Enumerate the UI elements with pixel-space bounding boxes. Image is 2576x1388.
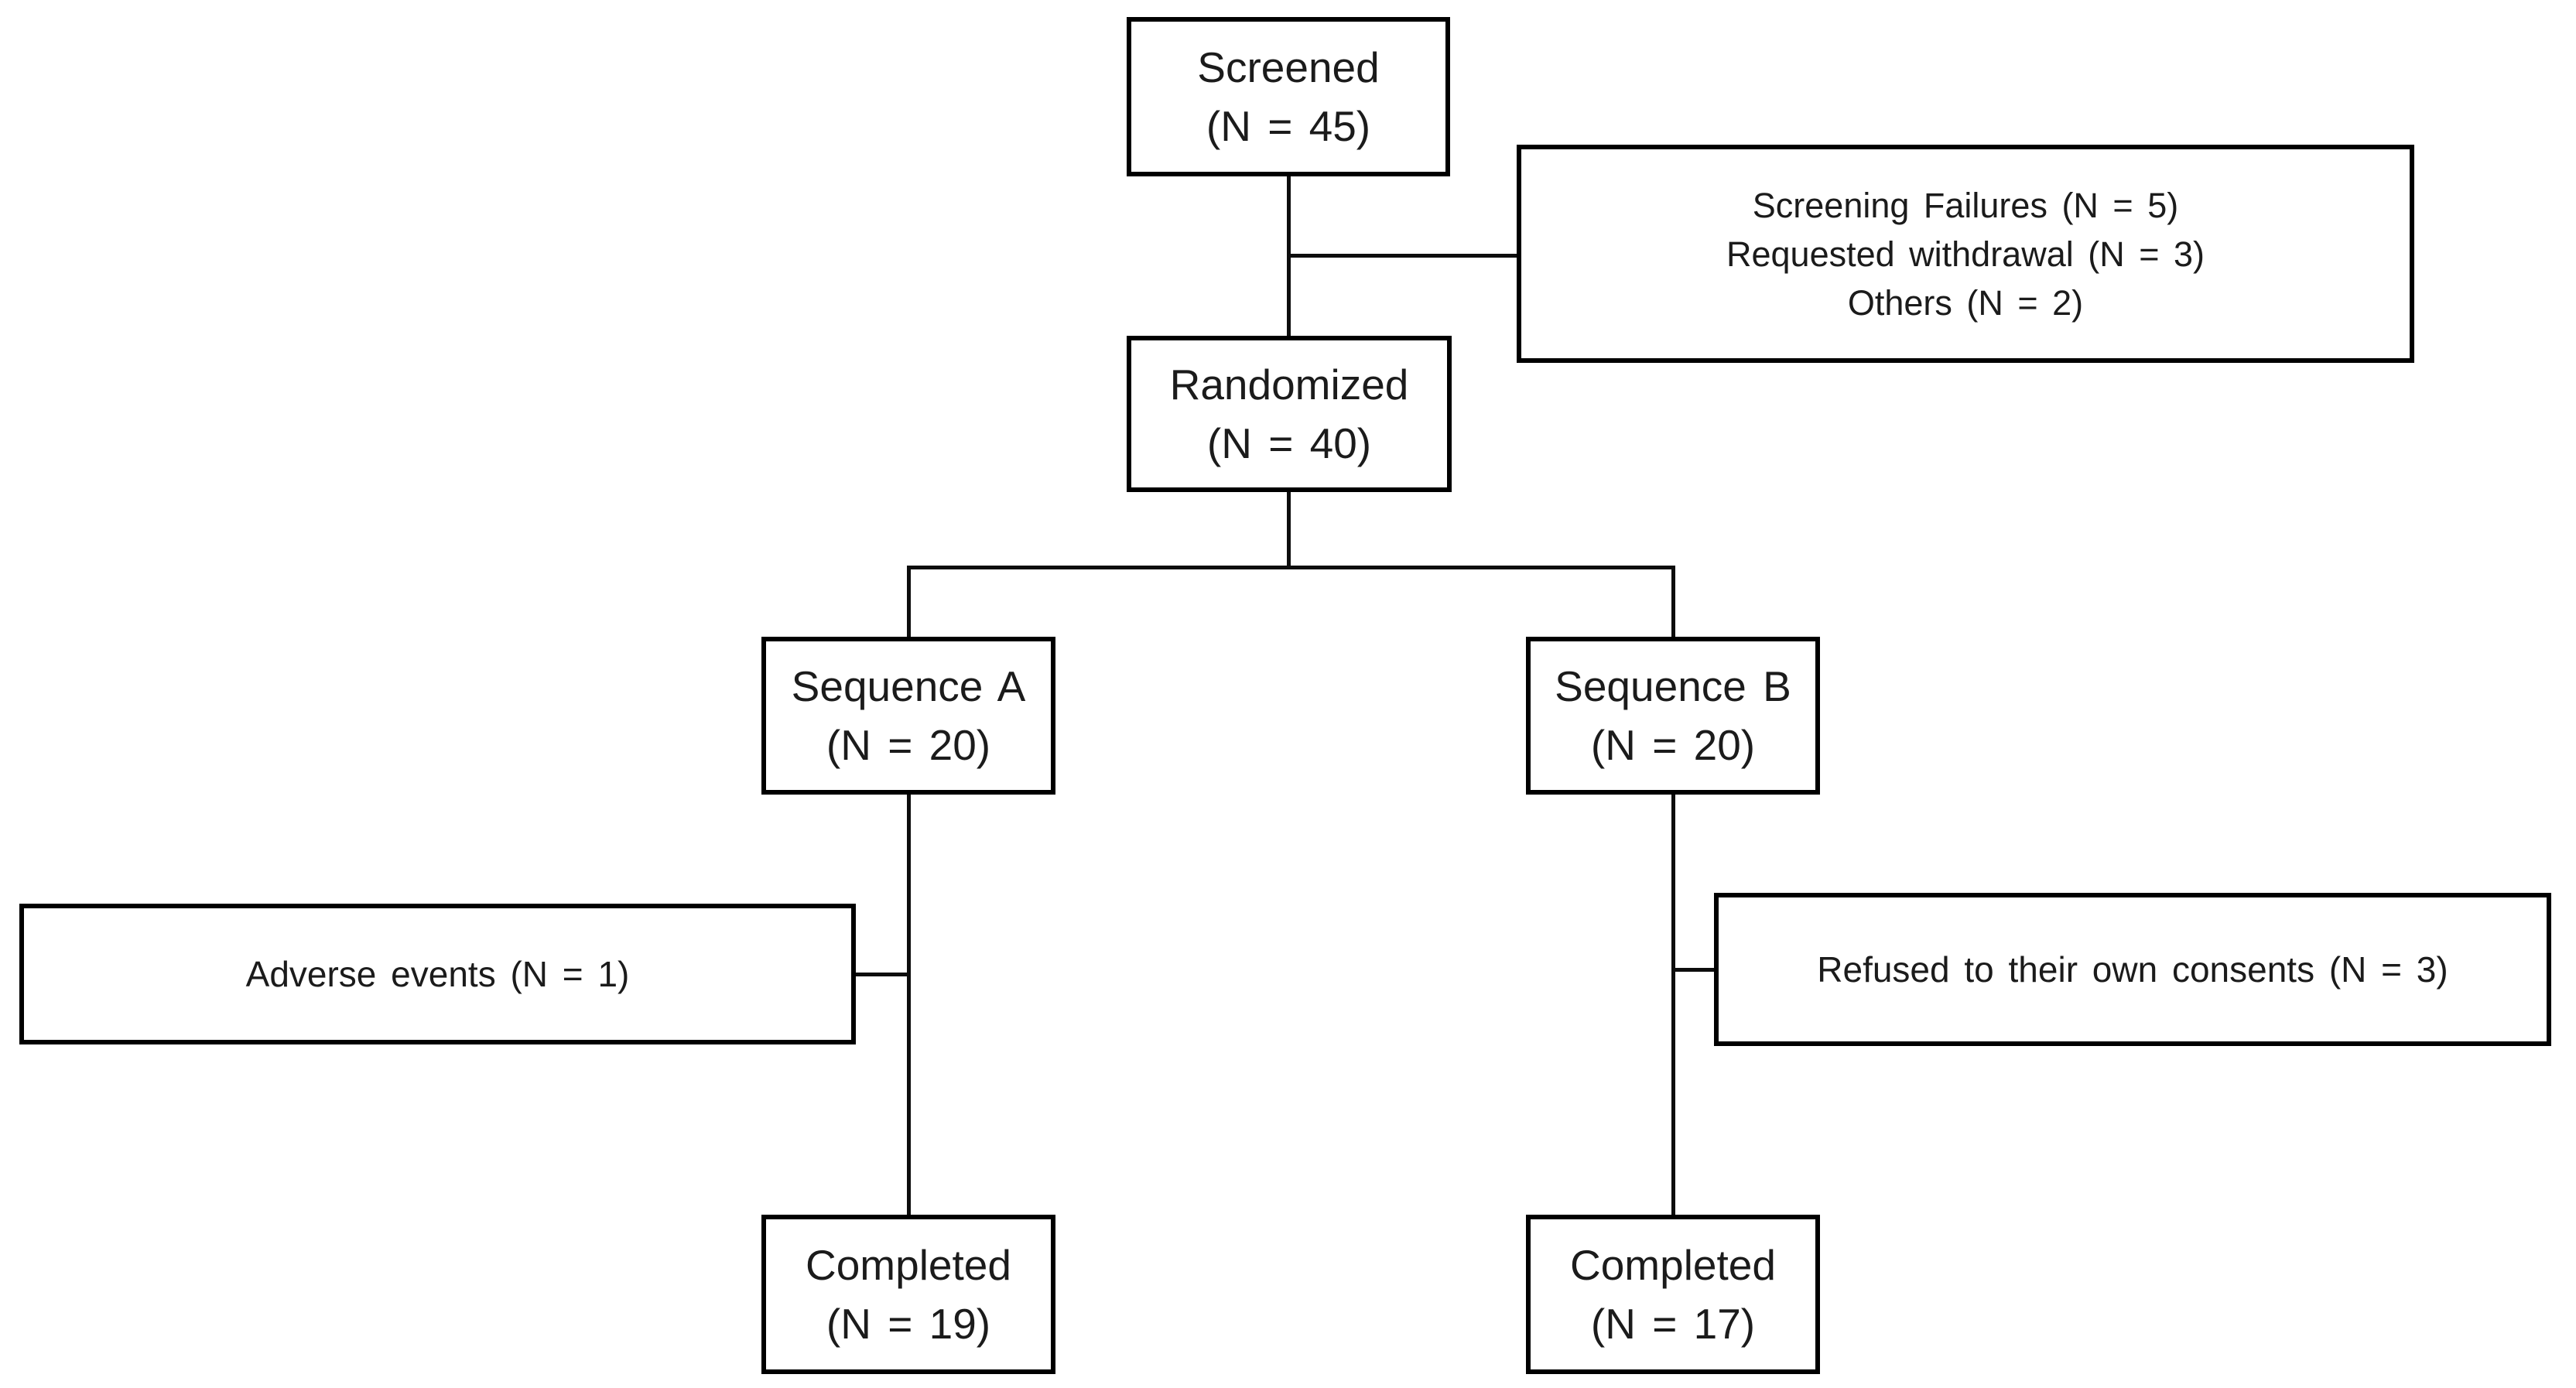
connector-split-to-sequence-b	[1671, 566, 1675, 638]
randomized-label: Randomized	[1169, 361, 1409, 409]
refused-consents-box: Refused to their own consents (N = 3)	[1714, 893, 2551, 1046]
connector-split-horizontal	[907, 566, 1675, 569]
screened-count: (N = 45)	[1206, 102, 1371, 150]
refused-consents-label: Refused to their own consents (N = 3)	[1817, 949, 2448, 990]
adverse-events-label: Adverse events (N = 1)	[245, 954, 630, 994]
connector-split-to-sequence-a	[907, 566, 911, 638]
connector-refused-branch	[1671, 968, 1718, 972]
screening-failures-others: Others (N = 2)	[1847, 282, 2084, 323]
screened-box: Screened (N = 45)	[1127, 17, 1450, 176]
screening-failures-withdrawal: Requested withdrawal (N = 3)	[1726, 234, 2205, 274]
randomized-box: Randomized (N = 40)	[1127, 336, 1452, 492]
sequence-a-box: Sequence A (N = 20)	[761, 637, 1055, 795]
screened-label: Screened	[1197, 43, 1380, 91]
completed-b-count: (N = 17)	[1590, 1300, 1756, 1348]
sequence-b-label: Sequence B	[1555, 662, 1791, 710]
completed-a-label: Completed	[806, 1241, 1011, 1289]
randomized-count: (N = 40)	[1206, 419, 1372, 467]
adverse-events-box: Adverse events (N = 1)	[19, 904, 856, 1044]
connector-branch-to-screening-failures	[1288, 254, 1518, 258]
sequence-b-count: (N = 20)	[1590, 721, 1756, 769]
completed-a-count: (N = 19)	[826, 1300, 991, 1348]
connector-sequence-b-to-completed	[1671, 793, 1675, 1216]
connector-sequence-a-to-completed	[907, 793, 911, 1216]
screening-failures-box: Screening Failures (N = 5) Requested wit…	[1517, 145, 2414, 363]
sequence-a-count: (N = 20)	[826, 721, 991, 769]
sequence-b-box: Sequence B (N = 20)	[1526, 637, 1820, 795]
connector-randomized-to-split	[1287, 491, 1291, 569]
completed-a-box: Completed (N = 19)	[761, 1215, 1055, 1374]
connector-adverse-events-branch	[852, 973, 911, 976]
completed-b-label: Completed	[1570, 1241, 1776, 1289]
sequence-a-label: Sequence A	[791, 662, 1026, 710]
screening-failures-total: Screening Failures (N = 5)	[1752, 185, 2179, 225]
completed-b-box: Completed (N = 17)	[1526, 1215, 1820, 1374]
